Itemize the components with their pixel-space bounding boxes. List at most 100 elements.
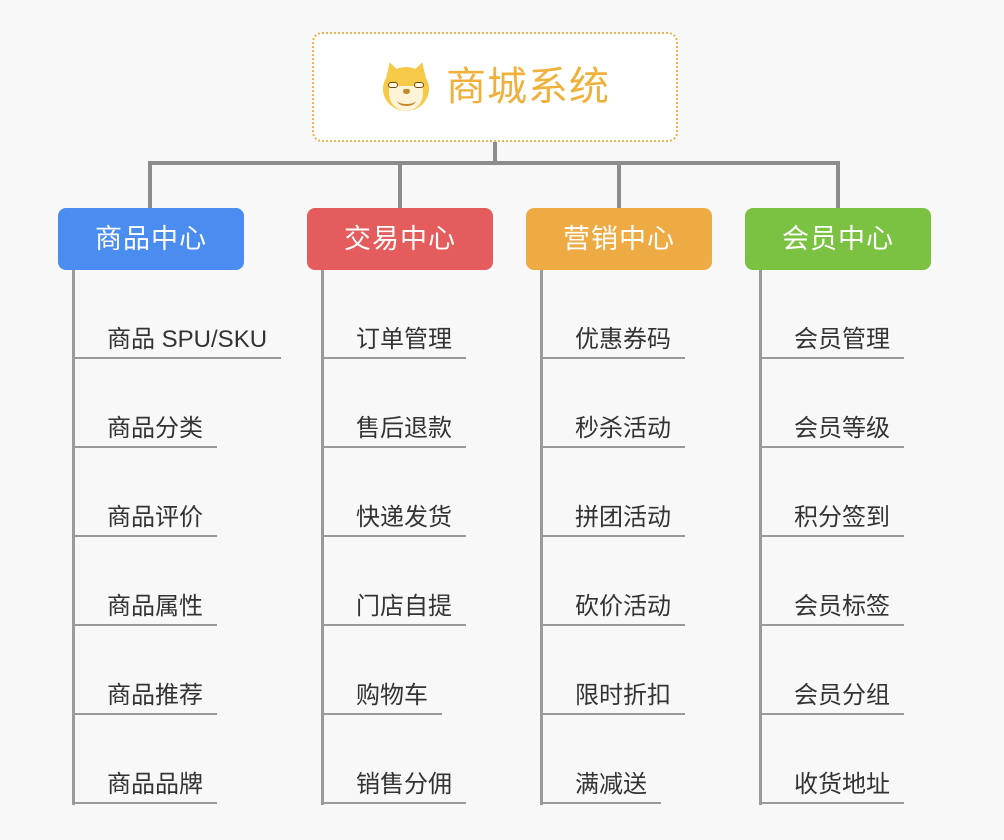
leaf-label: 门店自提 [356,593,452,621]
leaf-underline [322,535,466,537]
leaf-item[interactable]: 会员等级 [760,359,931,448]
connector-drop-2 [398,161,402,208]
leaf-label: 积分签到 [794,504,890,532]
branch-body-member-center: 会员管理会员等级积分签到会员标签会员分组收货地址 [745,270,931,805]
leaf-underline [541,535,685,537]
leaf-item[interactable]: 售后退款 [322,359,493,448]
leaf-underline [73,357,281,359]
leaf-underline [322,357,466,359]
leaf-item[interactable]: 秒杀活动 [541,359,712,448]
leaf-label: 限时折扣 [575,682,671,710]
leaf-item[interactable]: 订单管理 [322,270,493,359]
leaf-item[interactable]: 会员管理 [760,270,931,359]
leaf-underline [541,624,685,626]
leaf-item[interactable]: 购物车 [322,626,493,715]
leaf-item[interactable]: 会员分组 [760,626,931,715]
leaf-item[interactable]: 商品属性 [73,537,244,626]
connector-root-stem [493,142,497,164]
connector-horizontal-bus [148,161,840,165]
leaf-item[interactable]: 满减送 [541,715,712,804]
leaf-underline [541,802,661,804]
category-header-label: 商品中心 [95,223,207,254]
branch-marketing-center: 营销中心优惠券码秒杀活动拼团活动砍价活动限时折扣满减送 [526,208,712,805]
leaf-label: 订单管理 [356,326,452,354]
leaf-item[interactable]: 商品 SPU/SKU [73,270,281,359]
leaf-item[interactable]: 会员标签 [760,537,931,626]
leaf-label: 购物车 [356,682,428,710]
connector-drop-3 [617,161,621,208]
branch-spine [540,270,543,805]
branch-body-trade-center: 订单管理售后退款快递发货门店自提购物车销售分佣 [307,270,493,805]
leaf-label: 满减送 [575,771,647,799]
leaf-underline [73,535,217,537]
category-header-marketing-center[interactable]: 营销中心 [526,208,712,270]
leaf-underline [760,357,904,359]
branch-spine [72,270,75,805]
root-node[interactable]: 商城系统 [312,32,678,142]
leaf-underline [760,713,904,715]
leaf-label: 商品品牌 [107,771,203,799]
leaf-item[interactable]: 收货地址 [760,715,931,804]
leaf-item[interactable]: 积分签到 [760,448,931,537]
leaf-label: 优惠券码 [575,326,671,354]
leaf-item[interactable]: 门店自提 [322,537,493,626]
leaf-list-trade-center: 订单管理售后退款快递发货门店自提购物车销售分佣 [322,270,493,804]
leaf-label: 砍价活动 [575,593,671,621]
leaf-label: 商品分类 [107,415,203,443]
leaf-underline [760,446,904,448]
branch-member-center: 会员中心会员管理会员等级积分签到会员标签会员分组收货地址 [745,208,931,805]
leaf-label: 售后退款 [356,415,452,443]
category-header-trade-center[interactable]: 交易中心 [307,208,493,270]
category-header-label: 交易中心 [344,223,456,254]
leaf-underline [322,624,466,626]
leaf-label: 商品 SPU/SKU [107,326,268,354]
leaf-underline [322,713,442,715]
category-header-label: 营销中心 [563,223,675,254]
leaf-label: 拼团活动 [575,504,671,532]
connector-drop-1 [148,161,152,208]
branch-spine [321,270,324,805]
leaf-list-member-center: 会员管理会员等级积分签到会员标签会员分组收货地址 [760,270,931,804]
leaf-underline [73,802,217,804]
category-header-label: 会员中心 [782,223,894,254]
branch-body-product-center: 商品 SPU/SKU 商品分类商品评价商品属性商品推荐商品品牌 [58,270,281,805]
leaf-item[interactable]: 快递发货 [322,448,493,537]
leaf-item[interactable]: 砍价活动 [541,537,712,626]
leaf-item[interactable]: 商品品牌 [73,715,244,804]
leaf-item[interactable]: 商品分类 [73,359,244,448]
leaf-underline [73,446,217,448]
category-header-member-center[interactable]: 会员中心 [745,208,931,270]
leaf-item[interactable]: 拼团活动 [541,448,712,537]
leaf-list-product-center: 商品 SPU/SKU 商品分类商品评价商品属性商品推荐商品品牌 [73,270,281,804]
leaf-item[interactable]: 限时折扣 [541,626,712,715]
leaf-label: 会员分组 [794,682,890,710]
leaf-label: 销售分佣 [356,771,452,799]
leaf-item[interactable]: 商品推荐 [73,626,244,715]
leaf-underline [322,446,466,448]
leaf-underline [541,357,685,359]
leaf-label: 商品评价 [107,504,203,532]
branch-body-marketing-center: 优惠券码秒杀活动拼团活动砍价活动限时折扣满减送 [526,270,712,805]
leaf-item[interactable]: 优惠券码 [541,270,712,359]
leaf-item[interactable]: 商品评价 [73,448,244,537]
leaf-item[interactable]: 销售分佣 [322,715,493,804]
leaf-underline [322,802,466,804]
leaf-label: 商品属性 [107,593,203,621]
leaf-underline [541,713,685,715]
branch-product-center: 商品中心商品 SPU/SKU 商品分类商品评价商品属性商品推荐商品品牌 [58,208,281,805]
leaf-label: 秒杀活动 [575,415,671,443]
shiba-dog-face-icon [380,59,432,113]
category-header-product-center[interactable]: 商品中心 [58,208,244,270]
connector-drop-4 [836,161,840,208]
leaf-underline [73,624,217,626]
branch-spine [759,270,762,805]
branch-trade-center: 交易中心订单管理售后退款快递发货门店自提购物车销售分佣 [307,208,493,805]
leaf-underline [760,802,904,804]
leaf-underline [760,624,904,626]
leaf-label: 商品推荐 [107,682,203,710]
leaf-underline [541,446,685,448]
leaf-list-marketing-center: 优惠券码秒杀活动拼团活动砍价活动限时折扣满减送 [541,270,712,804]
leaf-label: 会员标签 [794,593,890,621]
leaf-label: 快递发货 [356,504,452,532]
